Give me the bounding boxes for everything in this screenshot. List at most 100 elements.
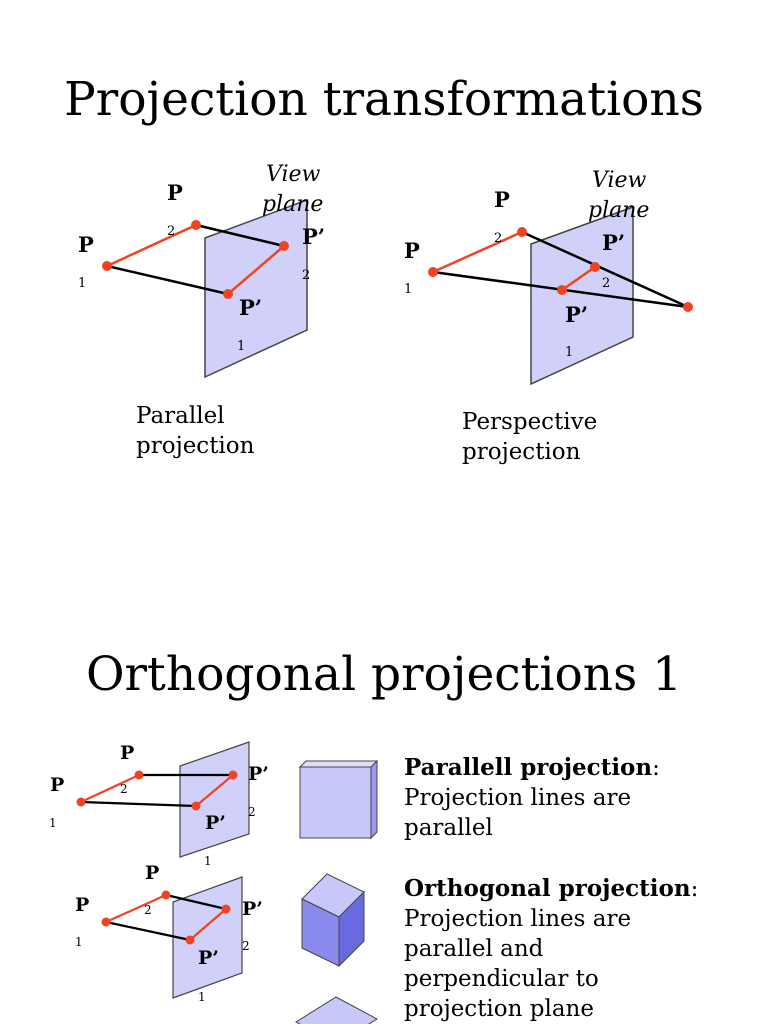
label-p-prime: P’ <box>602 230 625 255</box>
description-orthogonal-projection: Orthogonal projection: Projection lines … <box>404 874 698 1024</box>
object-line <box>432 230 523 274</box>
label-sub-1: 1 <box>78 276 86 291</box>
cube-top-face <box>298 760 379 768</box>
label-sub-1: 1 <box>204 854 212 868</box>
point-p1 <box>76 797 86 807</box>
label-p: P <box>167 180 183 205</box>
label-sub-2: 2 <box>302 268 310 283</box>
description-line: perpendicular to <box>404 966 599 992</box>
label-p: P <box>75 894 89 916</box>
cube-parallel-example <box>298 759 379 840</box>
caption-perspective-projection: Perspective projection <box>462 407 597 467</box>
point-p1-prime <box>191 801 201 811</box>
object-line <box>106 223 197 268</box>
term: Orthogonal projection <box>404 875 691 902</box>
label-sub-1: 1 <box>237 339 245 354</box>
caption-line: projection <box>136 433 255 459</box>
description-heading: Parallell projection: <box>404 753 660 783</box>
view-plane-label-line2: plane <box>262 192 323 217</box>
cube-front-face <box>299 766 372 839</box>
projector-line <box>106 264 229 296</box>
label-sub-1: 1 <box>404 282 412 297</box>
description-line: parallel and <box>404 936 544 962</box>
point-p2-prime <box>590 262 600 272</box>
label-p: P <box>120 742 134 764</box>
label-sub-2: 2 <box>248 805 256 819</box>
cube-right-face <box>338 890 365 968</box>
projected-line <box>195 774 234 807</box>
label-p-prime: P’ <box>239 295 262 320</box>
point-p1-prime <box>223 289 233 299</box>
point-p1 <box>101 917 111 927</box>
label-p-prime: P’ <box>242 898 263 920</box>
term-colon: : <box>652 755 660 781</box>
perspective-projection-diagram: P 1 P 2 P’ 2 P’ 1 View plane <box>404 168 693 386</box>
projector-line <box>80 800 197 808</box>
object-line <box>80 774 140 803</box>
point-p1 <box>102 261 112 271</box>
term: Parallell projection <box>404 754 653 781</box>
label-sub-1: 1 <box>75 935 83 949</box>
projected-line <box>227 245 285 295</box>
label-p-prime: P’ <box>565 302 588 327</box>
label-sub-2: 2 <box>120 782 128 796</box>
orthogonal-projection-diagram-small: P 1 P 2 P’ 2 P’ 1 <box>75 862 263 1004</box>
cube-third-example <box>295 996 378 1024</box>
label-p-prime: P’ <box>248 763 269 785</box>
point-p2-prime <box>221 904 231 914</box>
caption-line: projection <box>462 439 581 465</box>
label-p-prime: P’ <box>205 812 226 834</box>
point-p2-prime <box>279 241 289 251</box>
projector-line <box>195 223 285 248</box>
description-heading: Orthogonal projection: <box>404 874 698 904</box>
cube-top-face <box>295 996 378 1024</box>
description-line: projection plane <box>404 996 594 1022</box>
point-p1-prime <box>185 935 195 945</box>
label-sub-1: 1 <box>565 345 573 360</box>
view-plane-label-line2: plane <box>588 198 649 223</box>
point-p1 <box>428 267 438 277</box>
view-plane <box>204 198 308 379</box>
label-p: P <box>404 238 420 263</box>
cube-orthogonal-example <box>301 873 365 968</box>
label-sub-2: 2 <box>602 276 610 291</box>
slide-title-orthogonal-projections: Orthogonal projections 1 <box>85 647 683 702</box>
point-p2 <box>134 770 144 780</box>
label-p: P <box>145 862 159 884</box>
projector-line <box>521 230 689 309</box>
view-plane-label-line1: View <box>266 162 321 187</box>
caption-line: Parallel <box>136 403 225 429</box>
parallel-projection-diagram: P 1 P 2 P’ 2 P’ 1 View plane <box>78 162 325 379</box>
label-sub-1: 1 <box>49 816 57 830</box>
description-line: Projection lines are <box>404 785 632 811</box>
label-sub-2: 2 <box>242 939 250 953</box>
caption-line: Perspective <box>462 409 598 435</box>
label-p-prime: P’ <box>198 947 219 969</box>
object-line <box>105 893 167 924</box>
label-sub-2: 2 <box>144 903 152 917</box>
label-p: P <box>78 232 94 257</box>
label-sub-2: 2 <box>494 231 502 246</box>
point-p1-prime <box>557 285 567 295</box>
label-sub-2: 2 <box>167 224 175 239</box>
projector-line <box>105 920 191 942</box>
label-p-prime: P’ <box>302 224 325 249</box>
slide-title-projection-transformations: Projection transformations <box>64 72 704 127</box>
projected-line <box>189 908 227 941</box>
view-plane-label-line1: View <box>592 168 647 193</box>
label-p: P <box>494 187 510 212</box>
point-p2 <box>517 227 527 237</box>
point-p2 <box>161 890 171 900</box>
description-line: Projection lines are <box>404 906 632 932</box>
point-p2-prime <box>228 770 238 780</box>
term-colon: : <box>690 876 699 902</box>
point-p2 <box>191 220 201 230</box>
cube-side-face <box>370 759 378 840</box>
label-p: P <box>50 774 64 796</box>
projector-line <box>165 893 227 911</box>
view-plane <box>179 741 250 858</box>
parallel-projection-diagram-small: P 1 P 2 P’ 2 P’ 1 <box>49 741 269 868</box>
description-parallell-projection: Parallell projection: Projection lines a… <box>404 753 660 843</box>
center-of-projection <box>683 302 693 312</box>
